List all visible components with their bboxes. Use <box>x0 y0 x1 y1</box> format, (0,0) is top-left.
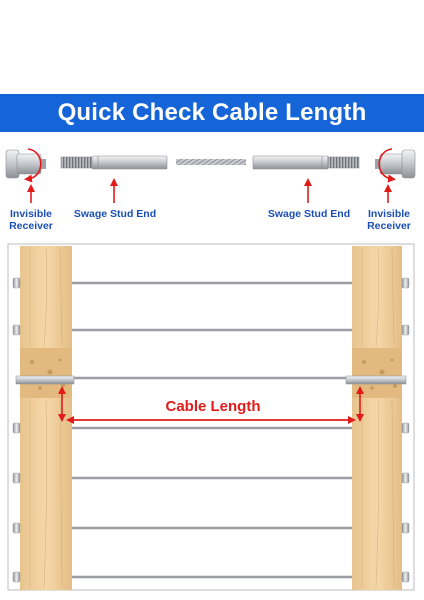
label-left-invisible-receiver: Invisible Receiver <box>9 208 53 232</box>
rotate-arrow-icon <box>378 148 396 183</box>
cable-segment <box>176 159 246 165</box>
right-swage-stud <box>252 155 360 170</box>
cable-length-label: Cable Length <box>150 397 276 417</box>
right-invisible-receiver <box>375 149 416 179</box>
cable-lines <box>72 281 352 579</box>
label-right-swage-stud: Swage Stud End <box>267 208 351 220</box>
rotate-arrow-icon <box>24 148 42 183</box>
right-wood-post <box>345 246 407 590</box>
label-left-swage-stud: Swage Stud End <box>73 208 157 220</box>
left-swage-stud <box>60 155 168 170</box>
title-banner: Quick Check Cable Length <box>0 94 424 132</box>
railing-panel <box>7 243 415 591</box>
hardware-row <box>5 148 416 203</box>
receiver-caps <box>12 277 410 583</box>
label-right-invisible-receiver: Invisible Receiver <box>367 208 411 232</box>
page-title: Quick Check Cable Length <box>57 99 367 126</box>
left-wood-post <box>15 246 75 590</box>
